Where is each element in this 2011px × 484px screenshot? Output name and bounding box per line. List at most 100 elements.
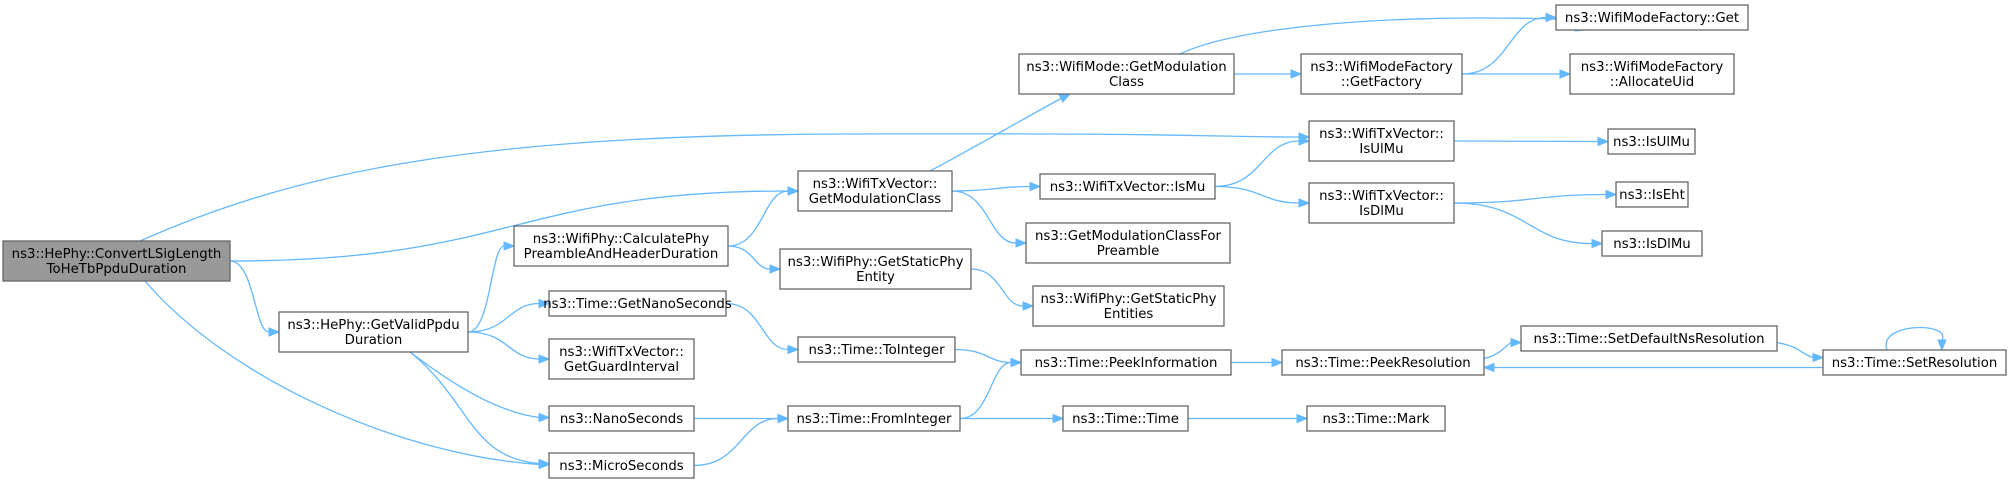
node-label: ns3::WifiTxVector:: (1319, 127, 1444, 142)
node-label: ns3::MicroSeconds (559, 459, 683, 474)
node-label: ns3::IsEht (1619, 188, 1685, 203)
node-box (1607, 128, 1696, 155)
node-box (1520, 325, 1778, 352)
node-label: IsDlMu (1359, 204, 1404, 219)
node-label: Entity (856, 270, 895, 285)
node-n2[interactable]: ns3::WifiPhy::CalculatePhyPreambleAndHea… (513, 225, 729, 267)
node-box (513, 225, 729, 267)
node-box (1306, 405, 1446, 432)
node-label: ::AllocateUid (1610, 75, 1694, 90)
node-box (548, 405, 695, 432)
node-box (1615, 181, 1689, 208)
node-label: Class (1109, 75, 1144, 90)
edge-n7-n13 (951, 190, 1028, 248)
edge-n1-n4 (467, 331, 551, 364)
node-box (779, 248, 972, 290)
node-label: ::GetFactory (1341, 75, 1422, 90)
node-box (548, 452, 695, 479)
edge-n20-n27 (1483, 337, 1523, 360)
edge-n15-n20 (1230, 357, 1284, 368)
edge-n1-n3 (467, 298, 551, 333)
node-n10[interactable]: ns3::Time::FromInteger (787, 405, 961, 432)
node-n21[interactable]: ns3::Time::Mark (1306, 405, 1446, 432)
node-n0[interactable]: ns3::HePhy::ConvertLSigLengthToHeTbPpduD… (2, 240, 231, 282)
edge-n1-n6 (409, 351, 551, 469)
node-label: GetModulationClass (809, 192, 942, 207)
node-box (1822, 349, 2007, 376)
edge-n28-n28 (1885, 326, 1947, 352)
node-label: ns3::Time::GetNanoSeconds (543, 297, 732, 312)
node-label: ns3::Time::PeekResolution (1295, 356, 1470, 371)
edge-n17-n22 (1461, 12, 1558, 75)
node-n7[interactable]: ns3::WifiTxVector::GetModulationClass (797, 170, 953, 212)
node-box (1308, 120, 1455, 162)
node-label: IsUlMu (1359, 142, 1403, 157)
node-n4[interactable]: ns3::WifiTxVector::GetGuardInterval (548, 338, 695, 380)
edge-n8-n14 (970, 268, 1035, 311)
node-n16[interactable]: ns3::Time::Time (1062, 405, 1189, 432)
node-n5[interactable]: ns3::NanoSeconds (548, 405, 695, 432)
node-label: ns3::WifiModeFactory (1581, 60, 1724, 75)
node-label: ns3::Time::PeekInformation (1035, 356, 1218, 371)
node-n6[interactable]: ns3::MicroSeconds (548, 452, 695, 479)
node-label: ToHeTbPpduDuration (46, 262, 187, 277)
node-n18[interactable]: ns3::WifiTxVector::IsUlMu (1308, 120, 1455, 162)
node-box (797, 170, 953, 212)
node-n26[interactable]: ns3::IsDlMu (1601, 230, 1703, 257)
node-label: ns3::WifiModeFactory (1310, 60, 1453, 75)
edge-n19-n25 (1453, 189, 1618, 204)
node-n22[interactable]: ns3::WifiModeFactory::Get (1555, 4, 1749, 31)
node-label: ns3::NanoSeconds (560, 412, 683, 427)
node-box (1025, 222, 1231, 264)
edge-n1-n2 (467, 241, 516, 333)
edge-n28-n20 (1482, 362, 1823, 373)
node-label: ns3::Time::ToInteger (808, 343, 945, 358)
node-box (2, 240, 231, 282)
edge-n7-n12 (951, 181, 1042, 192)
node-label: Preamble (1097, 244, 1160, 259)
node-n24[interactable]: ns3::IsUlMu (1607, 128, 1696, 155)
node-n11[interactable]: ns3::WifiMode::GetModulationClass (1018, 53, 1235, 95)
node-n23[interactable]: ns3::WifiModeFactory::AllocateUid (1569, 53, 1735, 95)
edges-layer (139, 12, 1947, 470)
edge-n16-n21 (1188, 413, 1309, 424)
node-n17[interactable]: ns3::WifiModeFactory::GetFactory (1300, 53, 1463, 95)
node-n9[interactable]: ns3::Time::ToInteger (797, 336, 956, 363)
node-label: ns3::WifiTxVector::IsMu (1050, 180, 1206, 195)
node-box (1555, 4, 1749, 31)
node-n28[interactable]: ns3::Time::SetResolution (1822, 349, 2007, 376)
node-box (1032, 285, 1225, 327)
node-n3[interactable]: ns3::Time::GetNanoSeconds (543, 290, 732, 317)
node-n25[interactable]: ns3::IsEht (1615, 181, 1689, 208)
edge-n0-n1 (229, 260, 281, 337)
node-n27[interactable]: ns3::Time::SetDefaultNsResolution (1520, 325, 1778, 352)
node-label: ns3::HePhy::GetValidPpdu (287, 318, 459, 333)
edge-n11-n22 (1179, 17, 1588, 55)
node-label: ns3::IsUlMu (1613, 135, 1690, 150)
edge-n12-n18 (1214, 136, 1311, 188)
edge-n6-n10 (693, 413, 790, 467)
node-n12[interactable]: ns3::WifiTxVector::IsMu (1039, 173, 1216, 200)
node-label: ns3::WifiTxVector:: (1319, 189, 1444, 204)
edge-n0-n6 (144, 280, 551, 470)
node-label: ns3::WifiTxVector:: (813, 177, 938, 192)
node-box (1308, 182, 1455, 224)
edge-n2-n7 (727, 186, 800, 247)
node-label: ns3::WifiModeFactory::Get (1565, 11, 1739, 26)
node-label: Duration (345, 333, 403, 348)
node-n19[interactable]: ns3::WifiTxVector::IsDlMu (1308, 182, 1455, 224)
node-n15[interactable]: ns3::Time::PeekInformation (1020, 349, 1232, 376)
node-box (548, 338, 695, 380)
edge-n17-n23 (1462, 69, 1572, 79)
node-label: ns3::GetModulationClassFor (1035, 229, 1222, 244)
node-n20[interactable]: ns3::Time::PeekResolution (1281, 349, 1485, 376)
node-box (278, 311, 469, 353)
node-label: ns3::WifiTxVector:: (559, 345, 684, 360)
node-label: ns3::Time::FromInteger (796, 412, 952, 427)
node-label: ns3::Time::SetDefaultNsResolution (1533, 332, 1764, 347)
